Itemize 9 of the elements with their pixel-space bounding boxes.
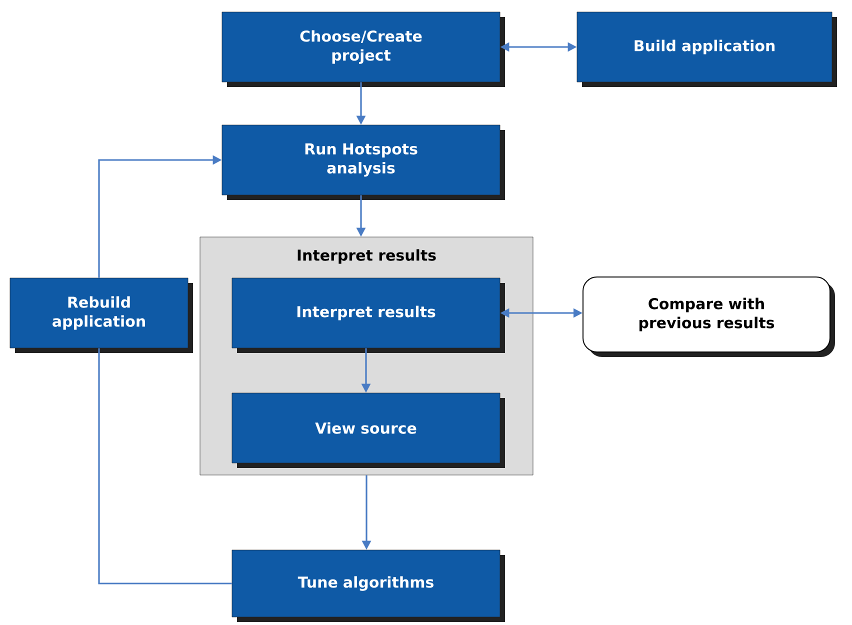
process-box: Tune algorithms <box>232 550 505 622</box>
process-box: Rebuild application <box>10 278 193 353</box>
connector-line <box>98 348 232 584</box>
process-box: Build application <box>576 12 837 87</box>
rounded-box: Compare with previous results <box>582 276 835 357</box>
process-box: Interpret results <box>232 278 505 353</box>
process-box: View source <box>232 392 505 468</box>
process-box: Choose/Create project <box>222 12 505 87</box>
process-box: Run Hotspots analysis <box>222 124 505 200</box>
